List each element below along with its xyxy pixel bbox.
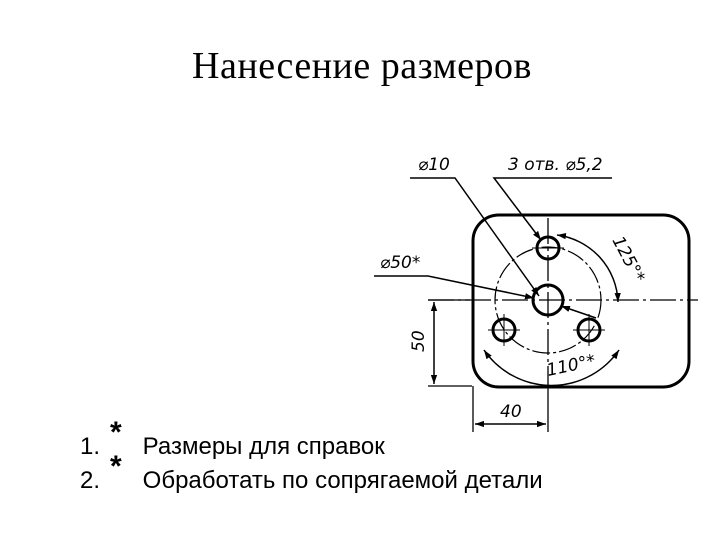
center-arrow-right — [560, 305, 597, 319]
label-height-50: 50 — [409, 330, 429, 352]
leader-3-holes — [492, 177, 612, 241]
note-text: Обработать по сопрягаемой детали — [142, 467, 543, 494]
note-text: Размеры для справок — [142, 433, 385, 460]
label-3-holes: 3 отв. ⌀5,2 — [508, 155, 603, 175]
note-number: 2. — [80, 467, 101, 494]
plate-outline — [471, 213, 691, 389]
reference-star: * — [110, 450, 122, 483]
leader-diameter-10 — [410, 177, 540, 297]
dimension-width — [472, 382, 549, 432]
note-number: 1. — [80, 433, 101, 460]
leader-diameter-50 — [374, 275, 535, 300]
note-item: 1. * Размеры для справок — [80, 416, 543, 464]
angle-arc-upper — [556, 233, 621, 303]
label-diameter-10: ⌀10 — [418, 155, 450, 175]
angle-arc-lower — [483, 349, 620, 387]
notes-list: 1. * Размеры для справок 2. * Обработать… — [80, 416, 543, 498]
note-item: 2. * Обработать по сопрягаемой детали — [80, 450, 543, 498]
reference-star: * — [110, 416, 122, 449]
label-width-40: 40 — [500, 402, 522, 422]
label-diameter-50: ⌀50* — [380, 253, 420, 273]
page-title: Нанесение размеров — [192, 45, 532, 87]
dimension-height — [428, 299, 472, 387]
